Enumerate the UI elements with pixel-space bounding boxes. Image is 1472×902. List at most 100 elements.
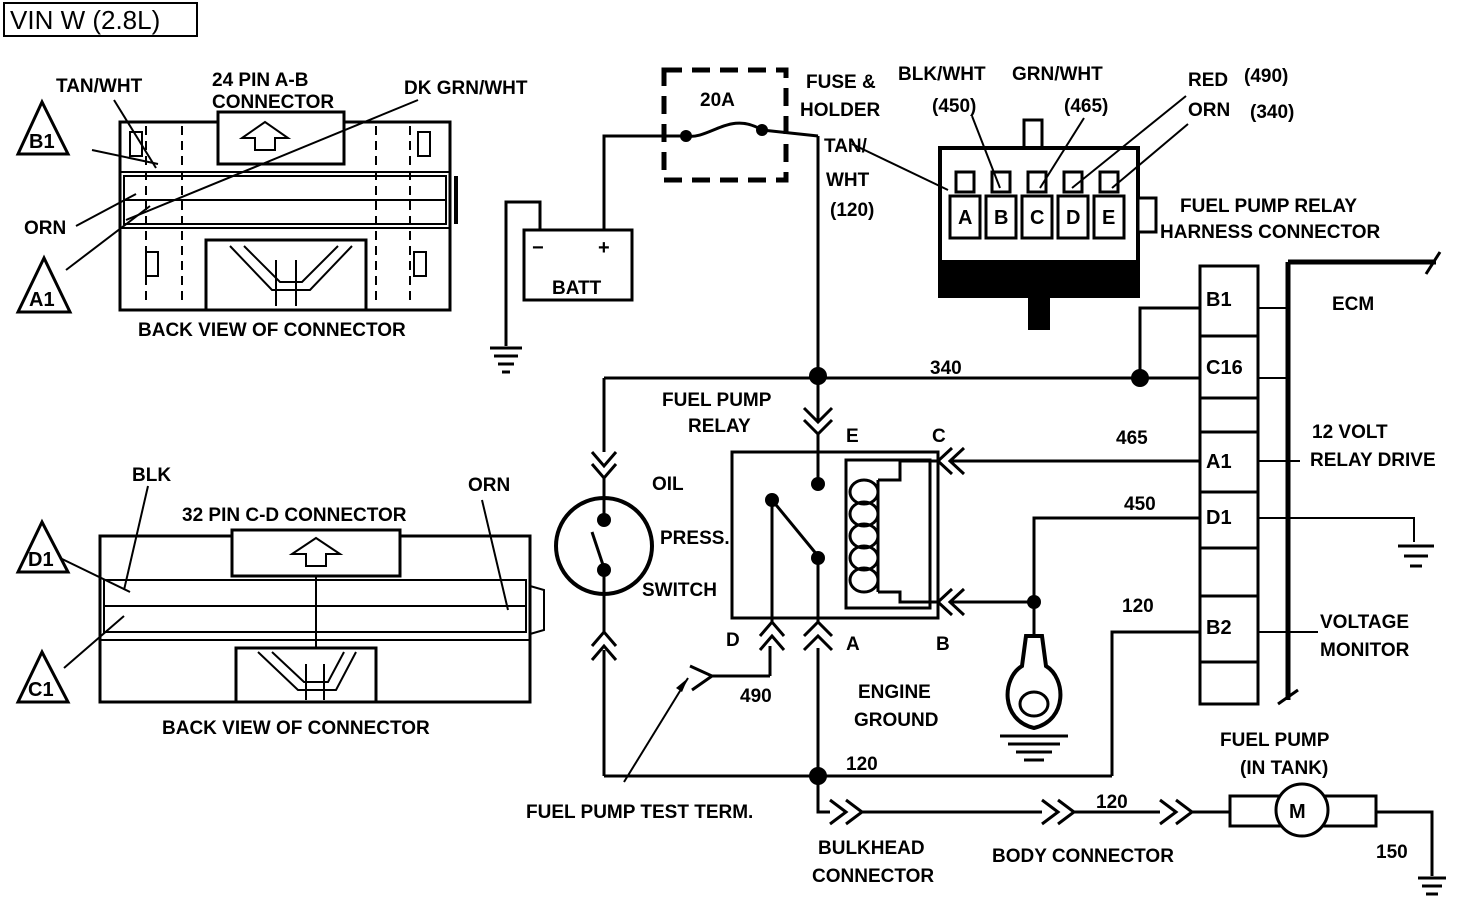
ecm-pin-b1: B1 — [1206, 289, 1232, 311]
harness-wire4-color: ORN — [1188, 100, 1230, 121]
relay-terminal-a: A — [846, 634, 860, 655]
relay-terminal-c: C — [932, 426, 946, 447]
harness-wire3-circuit: (490) — [1244, 66, 1288, 87]
cd-wire-orn-label: ORN — [468, 475, 510, 496]
ecm-relay-drive-1: 12 VOLT — [1312, 422, 1388, 443]
ab-pin-b1: B1 — [29, 131, 55, 153]
circuit-490: 490 — [740, 686, 772, 707]
b1-pin-triangle — [15, 98, 71, 156]
circuit-120-ground: 120 — [846, 754, 878, 775]
ecm-label: ECM — [1332, 294, 1374, 315]
cd-pin-c1: C1 — [28, 679, 54, 701]
oil-pressure-switch: OIL PRESS. SWITCH — [554, 474, 730, 601]
tan-wht-label-2: WHT — [826, 170, 870, 191]
harness-label-2: HARNESS CONNECTOR — [1160, 222, 1381, 243]
engine-ground-label-2: GROUND — [854, 710, 938, 731]
battery-ground-icon — [490, 346, 522, 374]
c1-pin-triangle — [15, 648, 71, 704]
relay-label-2: RELAY — [688, 416, 751, 437]
harness-label-1: FUEL PUMP RELAY — [1180, 196, 1357, 217]
cd-caption: BACK VIEW OF CONNECTOR — [162, 718, 430, 739]
motor-icon — [1274, 782, 1330, 838]
cd-up-arrow-icon — [288, 536, 344, 567]
circuit-120-body: 120 — [1096, 792, 1128, 813]
connector-ab: TAN/WHT 24 PIN A-B CONNECTOR DK GRN/WHT … — [15, 70, 528, 341]
harness-pin-a: A — [958, 207, 972, 229]
circuit-120-ecm: 120 — [1122, 596, 1154, 617]
ab-up-arrow-icon — [238, 120, 292, 151]
tan-wht-label-1: TAN/ — [824, 136, 868, 157]
relay-harness-connector: BLK/WHT (450) GRN/WHT (465) RED (490) OR… — [851, 64, 1381, 330]
d1-pin-triangle — [15, 518, 71, 574]
ab-caption: BACK VIEW OF CONNECTOR — [138, 320, 406, 341]
relay-terminal-b: B — [936, 634, 950, 655]
circuit-150: 150 — [1376, 842, 1408, 863]
connector-cd: BLK 32 PIN C-D CONNECTOR ORN D1 C1 BACK … — [15, 465, 545, 739]
oil-switch-label-1: OIL — [652, 474, 684, 495]
ab-connector-name-1: 24 PIN A-B — [212, 70, 308, 91]
harness-wire2-color: GRN/WHT — [1012, 64, 1103, 85]
battery-label: BATT — [552, 278, 602, 299]
harness-pin-d: D — [1066, 207, 1080, 229]
fuse-label-1: FUSE & — [806, 72, 876, 93]
body-connector-label: BODY CONNECTOR — [992, 846, 1174, 867]
ecm-pin-a1: A1 — [1206, 451, 1232, 473]
relay-terminal-e: E — [846, 426, 859, 447]
fuel-pump-relay: FUEL PUMP RELAY E C D A B — [662, 390, 950, 655]
harness-wire4-circuit: (340) — [1250, 102, 1294, 123]
fuel-pump-label-2: (IN TANK) — [1240, 758, 1328, 779]
bulkhead-label-1: BULKHEAD — [818, 838, 925, 859]
fuse-label-2: HOLDER — [800, 100, 881, 121]
harness-pin-e: E — [1102, 207, 1115, 229]
engine-ground: ENGINE GROUND — [854, 634, 1068, 762]
tan-wht-circuit: (120) — [830, 200, 874, 221]
battery: − + BATT — [490, 134, 686, 374]
a1-pin-triangle — [15, 254, 73, 314]
relay-terminal-d: D — [726, 630, 740, 651]
ecm-ground-icon — [1398, 544, 1434, 568]
fuel-pump-label-1: FUEL PUMP — [1220, 730, 1330, 751]
harness-wire2-circuit: (465) — [1064, 96, 1108, 117]
engine-ground-label-1: ENGINE — [858, 682, 931, 703]
harness-wire1-color: BLK/WHT — [898, 64, 986, 85]
fuel-pump-motor: M — [1289, 801, 1306, 823]
fuse: 20A FUSE & HOLDER — [661, 67, 881, 183]
fuel-pump: FUEL PUMP (IN TANK) M 150 — [1220, 730, 1446, 896]
bulkhead-label-2: CONNECTOR — [812, 866, 934, 887]
ab-wire-orn-label: ORN — [24, 218, 66, 239]
ecm-voltage-monitor-1: VOLTAGE — [1320, 612, 1409, 633]
ab-wire-tan-wht-label: TAN/WHT — [56, 76, 143, 97]
circuit-340: 340 — [930, 358, 962, 379]
harness-wire3-color: RED — [1188, 70, 1228, 91]
ecm-pin-c16: C16 — [1206, 357, 1243, 379]
ecm-relay-drive-2: RELAY DRIVE — [1310, 450, 1436, 471]
ecm-pin-b2: B2 — [1206, 617, 1232, 639]
ecm-voltage-monitor-2: MONITOR — [1320, 640, 1410, 661]
ab-connector-name-2: CONNECTOR — [212, 92, 334, 113]
relay-coil-icon — [848, 459, 938, 604]
harness-pin-c: C — [1030, 207, 1044, 229]
relay-label-1: FUEL PUMP — [662, 390, 772, 411]
ab-wire-dk-grn-wht-label: DK GRN/WHT — [404, 78, 528, 99]
battery-minus: − — [532, 237, 544, 259]
title-box: VIN W (2.8L) — [3, 2, 198, 37]
test-term-label: FUEL PUMP TEST TERM. — [526, 802, 753, 823]
oil-switch-label-3: SWITCH — [642, 580, 717, 601]
harness-pin-b: B — [994, 207, 1008, 229]
chevrons — [590, 406, 1230, 826]
oil-switch-label-2: PRESS. — [660, 528, 730, 549]
cd-pin-d1: D1 — [28, 549, 54, 571]
fuse-rating: 20A — [700, 90, 735, 111]
circuit-465: 465 — [1116, 428, 1148, 449]
cd-wire-blk-label: BLK — [132, 465, 171, 486]
ab-pin-a1: A1 — [29, 289, 55, 311]
circuit-450: 450 — [1124, 494, 1156, 515]
wiring: 340 465 450 120 120 490 — [602, 128, 1200, 814]
battery-plus: + — [598, 237, 610, 259]
ecm-pin-d1: D1 — [1206, 507, 1232, 529]
title: VIN W (2.8L) — [10, 5, 160, 35]
pump-ground-icon — [1418, 876, 1446, 896]
harness-wire1-circuit: (450) — [932, 96, 976, 117]
